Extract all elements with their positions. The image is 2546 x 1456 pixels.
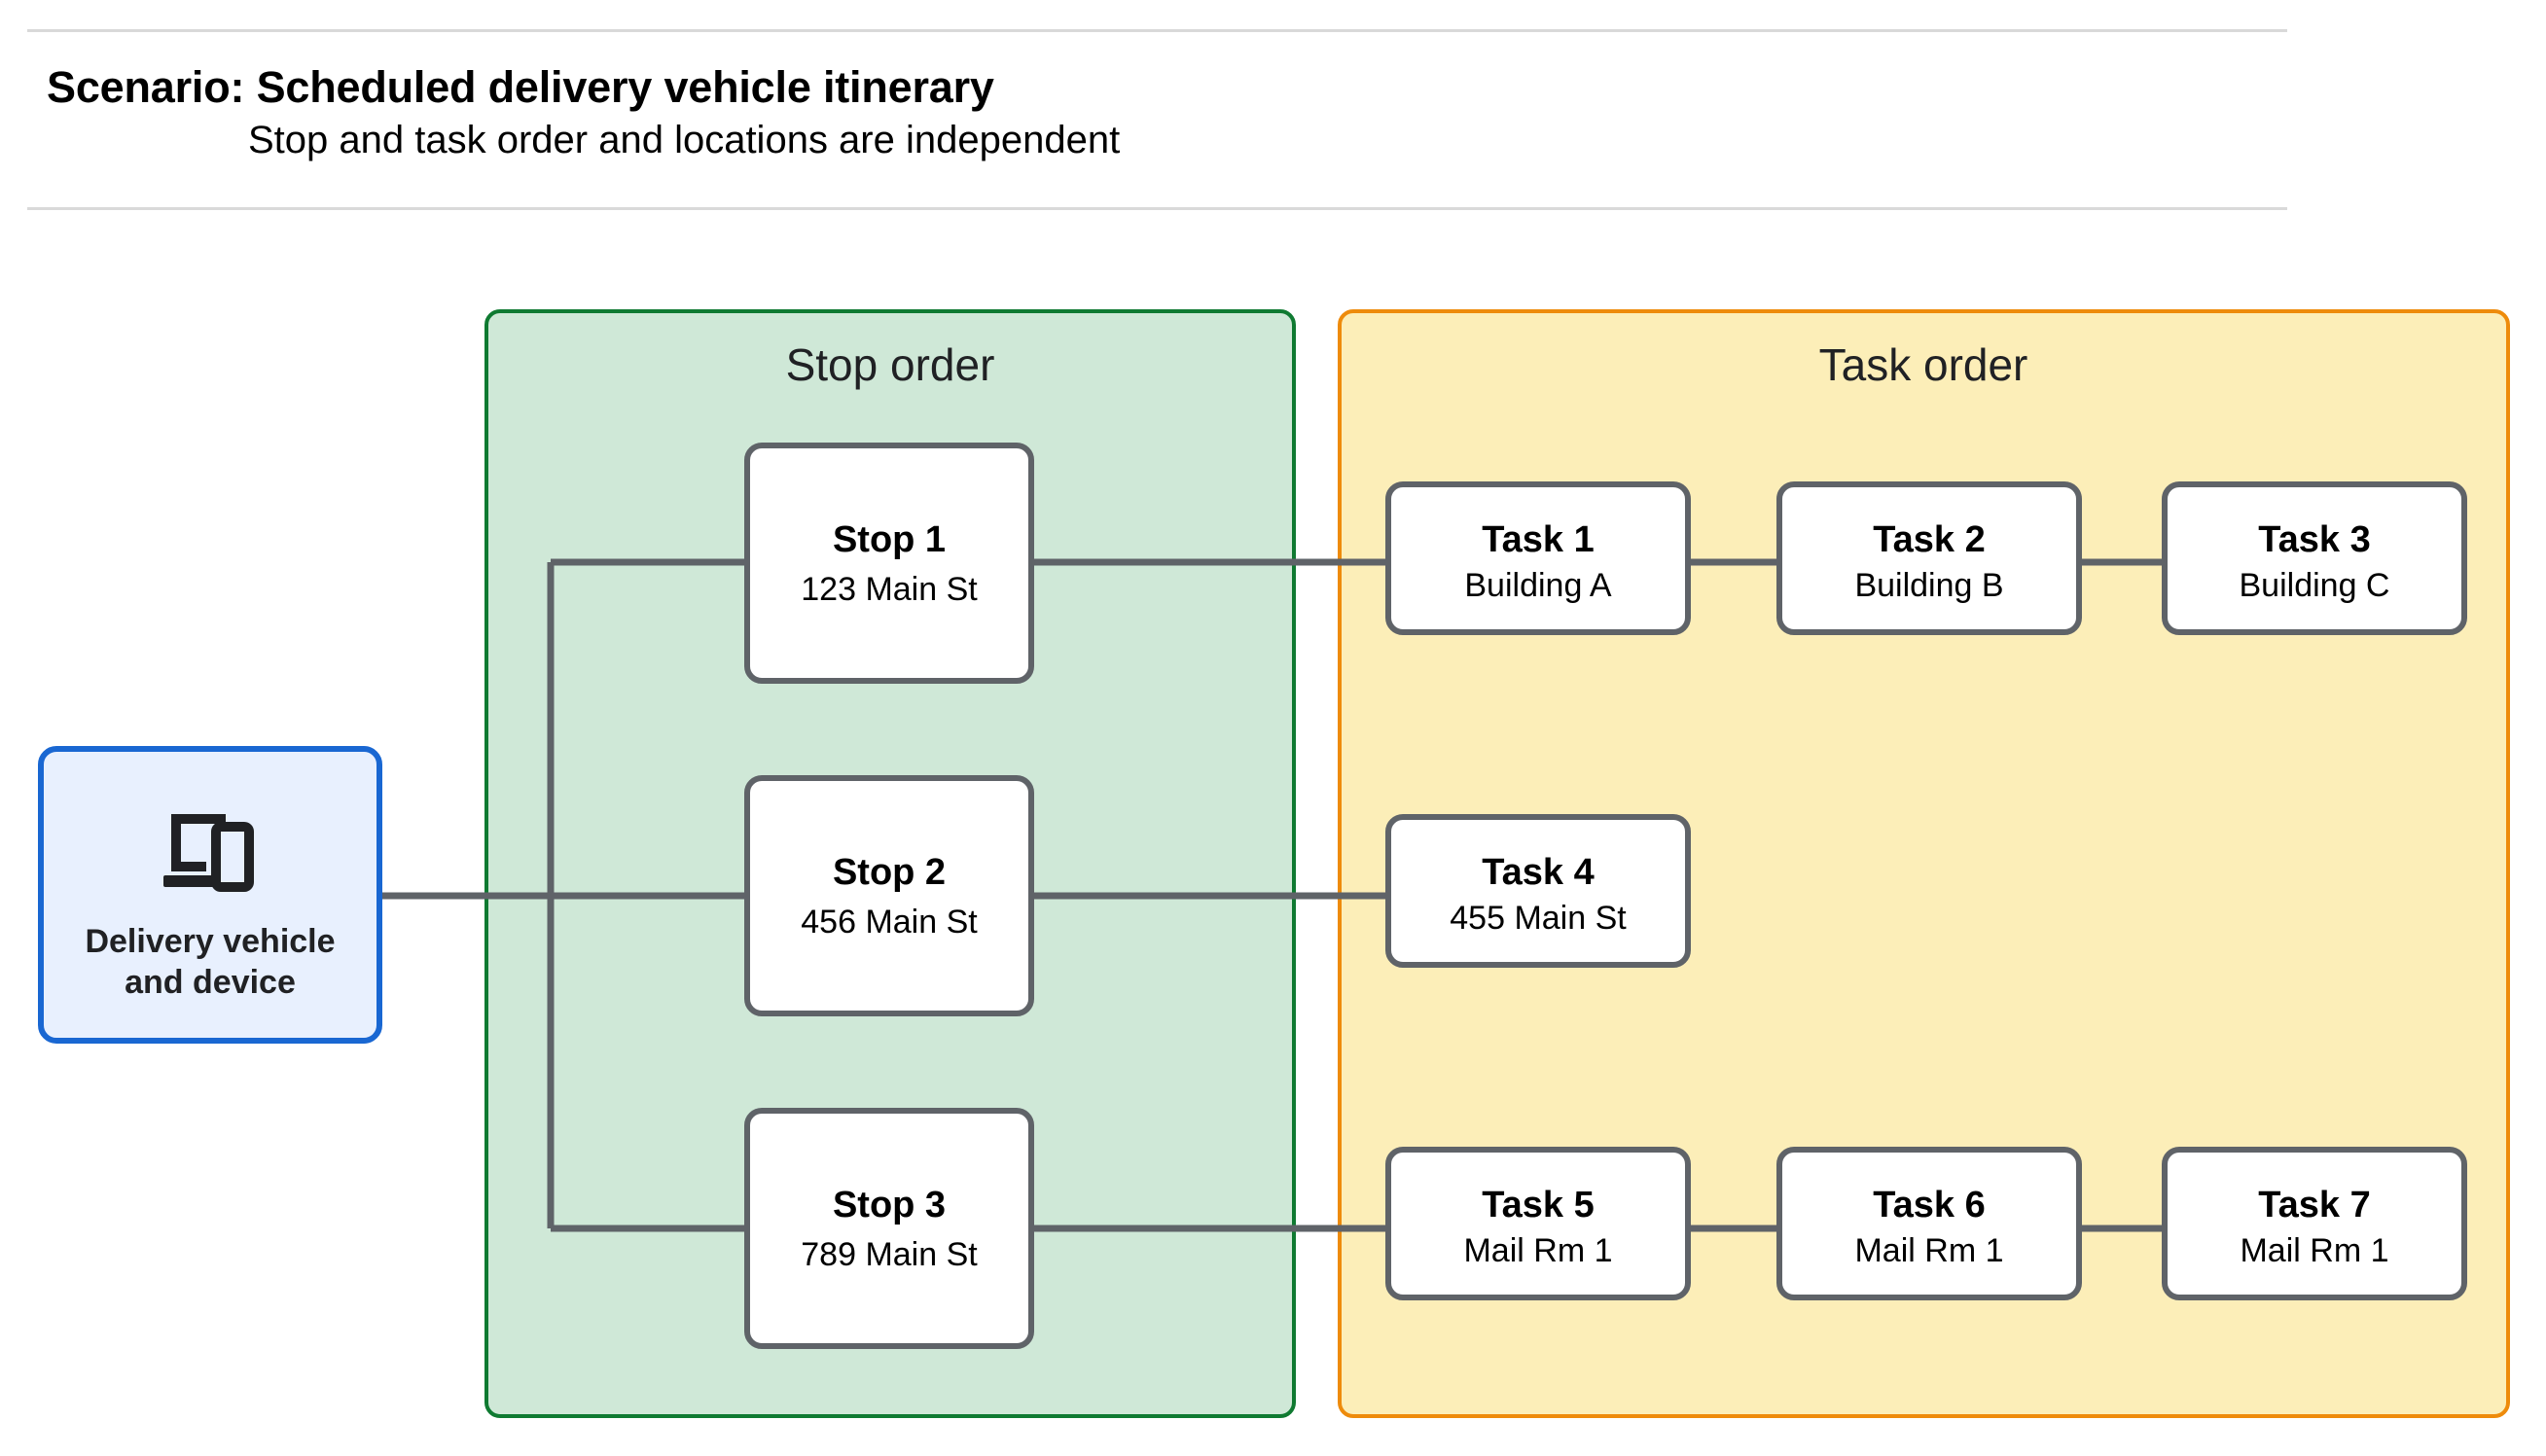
stop-2-box[interactable] [744, 775, 1034, 1016]
task-6-box[interactable] [1776, 1147, 2082, 1300]
task-3-box[interactable] [2162, 481, 2467, 635]
task-6-title: Task 6 [1873, 1185, 1985, 1225]
header-divider-top [27, 29, 2287, 32]
delivery-vehicle-label-line2: and device [125, 964, 296, 1001]
task-2-subtitle: Building B [1854, 567, 2003, 604]
task-order-panel-title: Task order [1819, 339, 2028, 390]
stop-3-subtitle: 789 Main St [801, 1236, 978, 1273]
task-7-box[interactable] [2162, 1147, 2467, 1300]
task-node-7[interactable]: Task 7 Mail Rm 1 [2162, 1147, 2467, 1300]
stop-1-title: Stop 1 [833, 519, 946, 560]
task-1-title: Task 1 [1482, 519, 1594, 560]
task-5-subtitle: Mail Rm 1 [1463, 1232, 1612, 1269]
stop-1-box[interactable] [744, 443, 1034, 684]
page-title: Scenario: Scheduled delivery vehicle iti… [47, 62, 994, 112]
scenario-header: Scenario: Scheduled delivery vehicle iti… [0, 0, 2546, 210]
stop-3-title: Stop 3 [833, 1185, 946, 1225]
stop-node-3[interactable]: Stop 3 789 Main St [744, 1108, 1034, 1349]
task-node-4[interactable]: Task 4 455 Main St [1385, 814, 1691, 968]
stop-3-box[interactable] [744, 1108, 1034, 1349]
task-2-title: Task 2 [1873, 519, 1985, 560]
task-node-5[interactable]: Task 5 Mail Rm 1 [1385, 1147, 1691, 1300]
stop-2-subtitle: 456 Main St [801, 904, 978, 941]
task-7-title: Task 7 [2258, 1185, 2370, 1225]
task-3-title: Task 3 [2258, 519, 2370, 560]
task-5-box[interactable] [1385, 1147, 1691, 1300]
task-1-box[interactable] [1385, 481, 1691, 635]
task-node-1[interactable]: Task 1 Building A [1385, 481, 1691, 635]
task-4-box[interactable] [1385, 814, 1691, 968]
delivery-vehicle-node[interactable]: Delivery vehicle and device [38, 746, 382, 1044]
task-4-title: Task 4 [1482, 852, 1594, 893]
stop-order-panel-title: Stop order [786, 339, 995, 390]
devices-icon [163, 814, 254, 892]
task-7-subtitle: Mail Rm 1 [2240, 1232, 2388, 1269]
stop-node-1[interactable]: Stop 1 123 Main St [744, 443, 1034, 684]
stop-node-2[interactable]: Stop 2 456 Main St [744, 775, 1034, 1016]
task-1-subtitle: Building A [1464, 567, 1612, 604]
delivery-vehicle-box[interactable] [38, 746, 382, 1044]
task-6-subtitle: Mail Rm 1 [1854, 1232, 2003, 1269]
task-5-title: Task 5 [1482, 1185, 1594, 1225]
task-2-box[interactable] [1776, 481, 2082, 635]
task-node-6[interactable]: Task 6 Mail Rm 1 [1776, 1147, 2082, 1300]
task-4-subtitle: 455 Main St [1450, 900, 1627, 937]
delivery-vehicle-label-line1: Delivery vehicle [85, 923, 335, 960]
task-node-2[interactable]: Task 2 Building B [1776, 481, 2082, 635]
task-3-subtitle: Building C [2240, 567, 2390, 604]
header-divider-bottom [27, 207, 2287, 210]
stop-1-subtitle: 123 Main St [801, 571, 978, 608]
page-subtitle: Stop and task order and locations are in… [248, 119, 1121, 161]
task-node-3[interactable]: Task 3 Building C [2162, 481, 2467, 635]
stop-2-title: Stop 2 [833, 852, 946, 893]
